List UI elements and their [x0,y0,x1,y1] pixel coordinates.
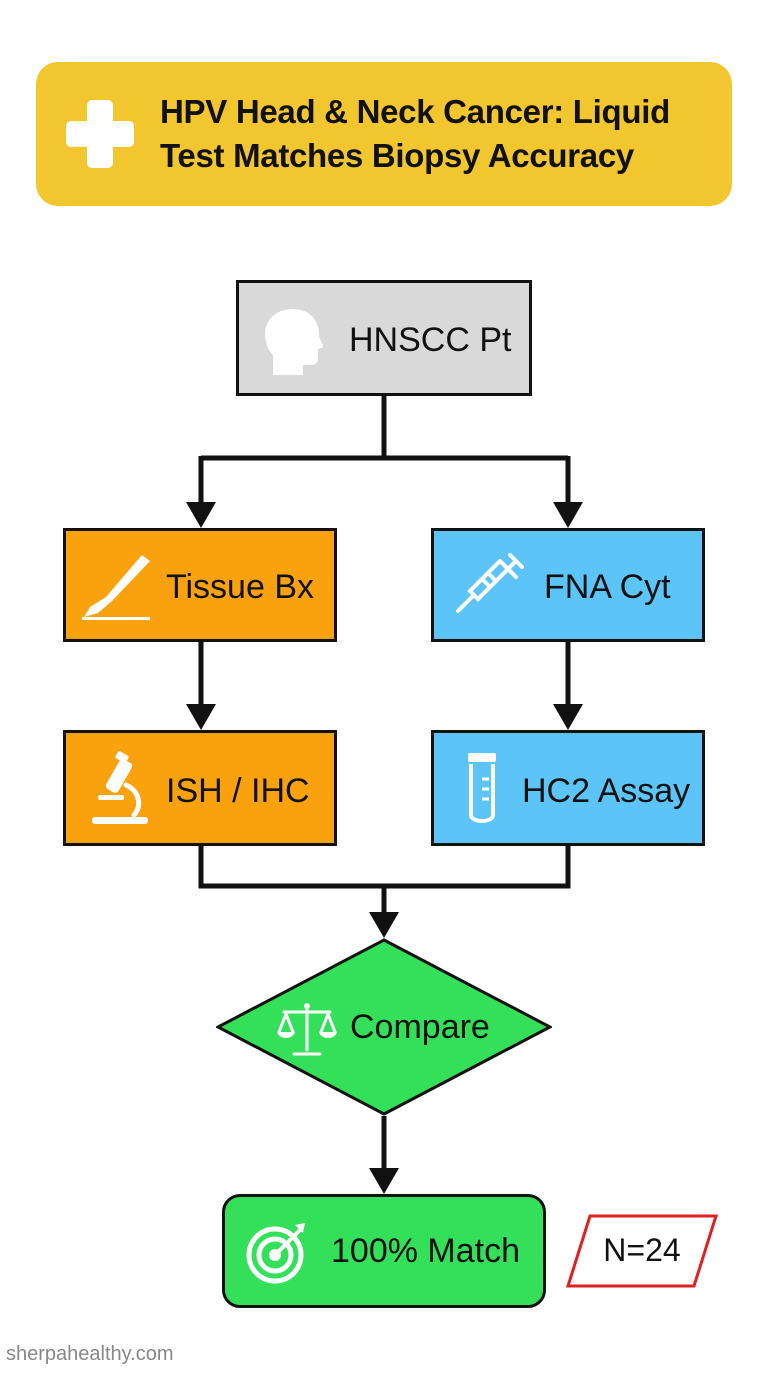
syringe-icon [456,553,524,613]
target-icon [246,1223,305,1284]
fna-cytology-node: FNA Cyt [431,528,705,642]
hc2-assay-label: HC2 Assay [522,772,691,810]
result-label: 100% Match [331,1232,520,1270]
tissue-biopsy-node: Tissue Bx [63,528,337,642]
patient-label: HNSCC Pt [349,321,512,359]
compare-label: Compare [350,1008,490,1046]
head-icon [265,309,323,375]
patient-node: HNSCC Pt [236,280,532,396]
plus-icon [66,100,134,168]
microscope-icon [92,751,148,824]
result-node: 100% Match [222,1194,546,1308]
balance-scale-icon [277,1003,337,1056]
fna-cytology-label: FNA Cyt [544,568,671,606]
compare-node [216,938,552,1116]
footer-watermark: sherpahealthy.com [6,1343,174,1365]
test-tube-icon [468,753,496,823]
page-title: HPV Head & Neck Cancer: Liquid Test Matc… [160,93,670,174]
sample-size-badge [566,1214,718,1288]
ish-ihc-node: ISH / IHC [63,730,337,846]
ish-ihc-label: ISH / IHC [166,772,310,810]
tissue-biopsy-label: Tissue Bx [166,568,315,606]
hc2-assay-node: HC2 Assay [431,730,705,846]
sample-size-label: N=24 [603,1232,681,1268]
scalpel-icon [82,555,150,620]
title-banner: HPV Head & Neck Cancer: Liquid Test Matc… [36,62,732,206]
